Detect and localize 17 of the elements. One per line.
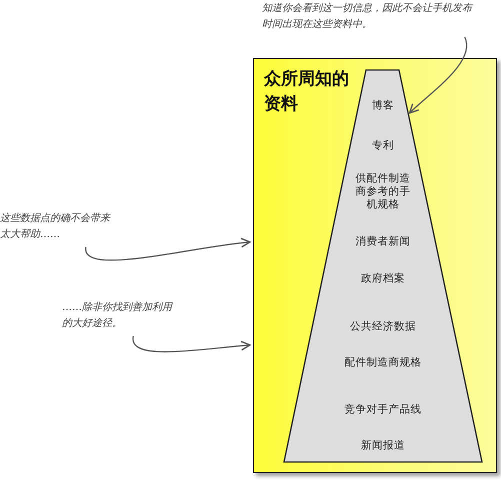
panel-title: 众所周知的资料 bbox=[264, 68, 350, 116]
panel bbox=[253, 58, 497, 473]
pyramid-label: 博客 bbox=[371, 100, 395, 112]
pyramid-label: 配件制造商规格 bbox=[344, 356, 422, 370]
annotation-text: 这些数据点的确不会带来太大帮助…… bbox=[0, 211, 110, 245]
annotation-text: ……除非你找到善加利用的大好途径。 bbox=[62, 300, 177, 334]
arrow bbox=[408, 36, 468, 114]
pyramid-label: 新闻报道 bbox=[360, 440, 406, 452]
pyramid-label: 竞争对手产品线 bbox=[344, 404, 422, 416]
pyramid-label: 供配件制造商参考的手机规格 bbox=[354, 172, 412, 212]
annotation-text: 知道你会看到这一切信息，因此不会让手机发布时间出现在这些资料中。 bbox=[262, 1, 480, 35]
pyramid-label: 政府档案 bbox=[360, 272, 406, 286]
arrow bbox=[85, 238, 251, 261]
pyramid-label: 专利 bbox=[371, 140, 395, 152]
pyramid-label: 公共经济数据 bbox=[349, 320, 417, 334]
arrow bbox=[132, 336, 251, 352]
pyramid-label: 消费者新闻 bbox=[354, 236, 412, 248]
